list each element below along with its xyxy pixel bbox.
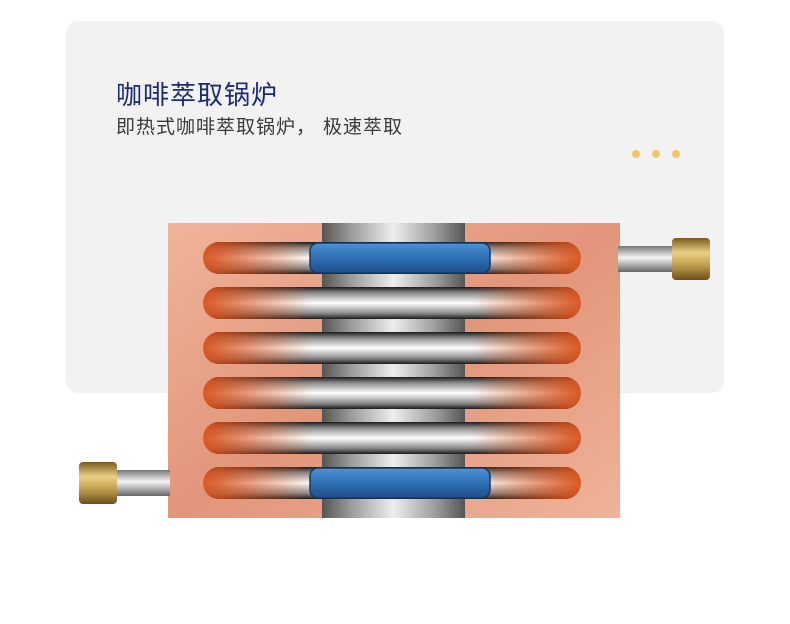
dot-1 xyxy=(632,150,640,158)
page-title: 咖啡萃取锅炉 xyxy=(116,81,279,111)
tube-row xyxy=(203,287,581,319)
tube-row xyxy=(203,422,581,454)
inlet-pipe xyxy=(618,246,676,272)
inlet-brass-fitting xyxy=(672,238,710,280)
top-blue-seal xyxy=(309,242,491,274)
dot-2 xyxy=(652,150,660,158)
page-subtitle: 即热式咖啡萃取锅炉， 极速萃取 xyxy=(116,116,404,138)
pagination-dots xyxy=(632,150,680,158)
tube-rows xyxy=(203,242,581,499)
outlet-brass-fitting xyxy=(79,462,117,504)
bottom-blue-seal xyxy=(309,467,491,499)
tube-row xyxy=(203,377,581,409)
tube-row xyxy=(203,332,581,364)
outlet-pipe xyxy=(112,470,170,496)
dot-3 xyxy=(672,150,680,158)
